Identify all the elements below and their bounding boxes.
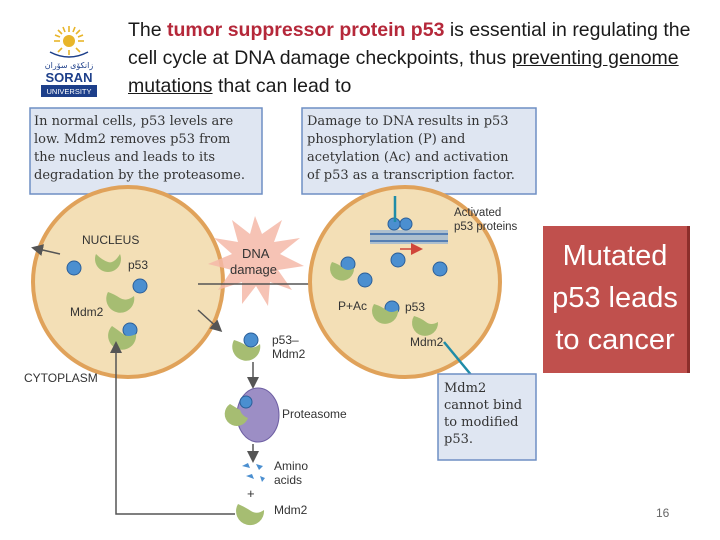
normal-cells-box	[29, 107, 263, 195]
p53-mdm2-complex	[232, 340, 261, 361]
p53-label-left: p53	[128, 258, 148, 272]
p53-molecule	[132, 278, 148, 294]
callout-line-1: Mutated	[562, 240, 668, 272]
p53-pathway-diagram: In normal cells, p53 levels are low. Mdm…	[24, 107, 537, 526]
title-emphasis: tumor suppressor protein p53	[167, 19, 445, 41]
nucleus-label: NUCLEUS	[82, 233, 139, 247]
plus-sign: +	[247, 486, 255, 501]
recycle-arrow	[110, 341, 235, 515]
dna-damage-box	[301, 107, 537, 195]
amino-acid-fragments	[242, 463, 265, 482]
soran-university-logo: زانكۆی سۆران SORAN UNIVERSITY	[41, 26, 97, 97]
p-ac-label: P+Ac	[338, 299, 367, 313]
p53-molecule	[432, 261, 448, 277]
dna-damage-label: DNA damage	[230, 246, 277, 277]
logo-line1: زانكۆی سۆران	[45, 61, 94, 70]
title-part2: is essential in regulating the cell cycl…	[128, 19, 691, 69]
mdm2-shape	[106, 292, 135, 313]
p53-molecule	[399, 217, 413, 231]
recycled-mdm2	[236, 504, 265, 526]
proteasome-label: Proteasome	[282, 407, 347, 421]
p53-label-right: p53	[405, 300, 425, 314]
p53-molecule	[357, 272, 373, 288]
mutated-p53-callout: Mutated p53 leads to cancer	[543, 226, 690, 373]
cytoplasm-label: CYTOPLASM	[24, 371, 98, 385]
mdm2-shape	[95, 254, 122, 272]
export-arrow	[31, 244, 61, 256]
p53-molecule	[390, 252, 406, 268]
logo-line3: UNIVERSITY	[46, 87, 91, 96]
callout-line-3: to cancer	[555, 324, 675, 356]
p53-molecule	[66, 260, 82, 276]
damaged-cell-nucleus	[308, 185, 502, 379]
mdm2-label-left: Mdm2	[70, 305, 104, 319]
normal-cell-nucleus	[31, 185, 225, 379]
normal-cells-text: In normal cells, p53 levels are low. Mdm…	[34, 114, 245, 183]
mdm2-cannot-bind-box	[437, 373, 537, 461]
callout-line-bottom	[443, 341, 473, 377]
mdm2-label-bottom: Mdm2	[274, 503, 308, 517]
mdm2-label-right: Mdm2	[410, 335, 444, 349]
callout-line-2: p53 leads	[552, 282, 678, 314]
title-part3: that can lead to	[212, 75, 352, 97]
slide-title: The tumor suppressor protein p53 is esse…	[128, 16, 708, 100]
sun-emblem-icon	[49, 26, 89, 58]
title-part1: The	[128, 19, 168, 41]
activated-p53-label: Activated p53 proteins	[454, 207, 518, 233]
p53-mdm2-label: p53– Mdm2	[272, 333, 306, 361]
page-number: 16	[656, 506, 670, 520]
logo-line2: SORAN	[46, 70, 93, 85]
title-underlined: preventing genome mutations	[128, 47, 679, 97]
amino-acids-label: Amino acids	[274, 459, 311, 487]
dna-damage-text: Damage to DNA results in p53 phosphoryla…	[307, 114, 515, 183]
logo-band	[41, 85, 97, 97]
mdm2-cannot-bind-text: Mdm2 cannot bind to modified p53.	[444, 381, 526, 447]
